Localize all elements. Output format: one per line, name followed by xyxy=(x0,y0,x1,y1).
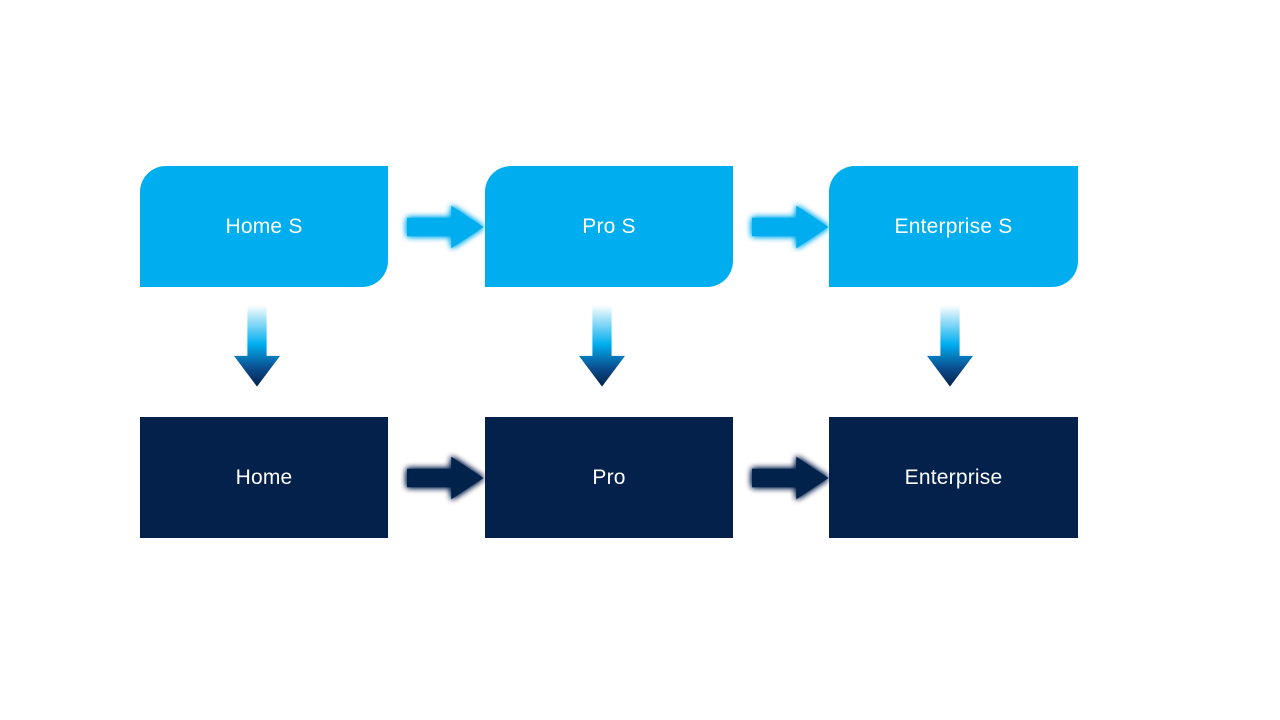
node-enterprise[interactable]: Enterprise xyxy=(829,417,1078,538)
connector-pro-to-enterprise xyxy=(751,455,829,501)
node-label-enterprise: Enterprise xyxy=(904,466,1003,489)
connector-pro-s-to-pro xyxy=(578,305,626,387)
node-label-pro: Pro xyxy=(592,466,626,489)
connector-pro-s-to-enterprise-s xyxy=(751,204,829,250)
node-home[interactable]: Home xyxy=(140,417,388,538)
node-label-pro-s: Pro S xyxy=(582,215,636,238)
connector-home-s-to-pro-s xyxy=(406,204,484,250)
node-label-home-s: Home S xyxy=(225,215,303,238)
connector-home-s-to-home xyxy=(233,305,281,387)
connector-home-to-pro xyxy=(406,455,484,501)
node-pro[interactable]: Pro xyxy=(485,417,733,538)
node-pro-s[interactable]: Pro S xyxy=(485,166,733,287)
node-enterprise-s[interactable]: Enterprise S xyxy=(829,166,1078,287)
node-label-home: Home xyxy=(235,466,293,489)
node-label-enterprise-s: Enterprise S xyxy=(894,215,1013,238)
node-home-s[interactable]: Home S xyxy=(140,166,388,287)
connector-enterprise-s-to-enterprise xyxy=(926,305,974,387)
